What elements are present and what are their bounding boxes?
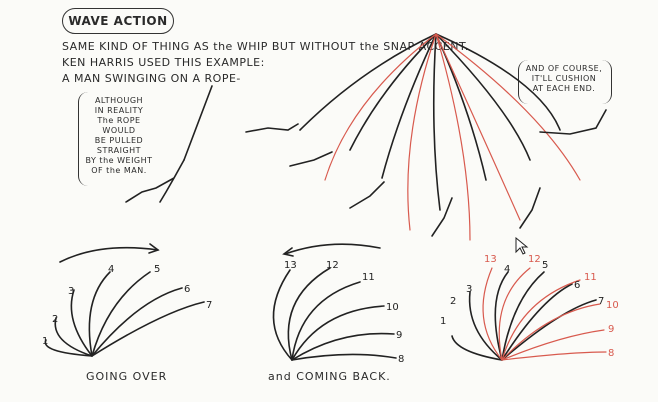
- num-left-1: 1: [42, 336, 48, 347]
- num-right-red-12: 12: [528, 254, 541, 265]
- swinging-men: [245, 109, 607, 237]
- caption-coming-back: and COMING BACK.: [268, 370, 391, 383]
- fan-combined: [451, 267, 607, 361]
- arrowhead-left: [148, 243, 160, 254]
- title-label: WAVE ACTION: [62, 8, 174, 34]
- num-right-red-9: 9: [608, 324, 614, 335]
- small-rope: [183, 85, 213, 161]
- right-note-line-2: IT'LL CUSHION: [531, 74, 597, 83]
- arrow-over-left: [59, 246, 159, 263]
- text-line-1: SAME KIND OF THING AS the WHIP BUT WITHO…: [62, 40, 469, 53]
- right-note-line-3: AT EACH END.: [532, 84, 596, 93]
- right-note: AND OF COURSE, IT'LL CUSHION AT EACH END…: [522, 64, 606, 94]
- num-mid-13: 13: [284, 260, 297, 271]
- arrowhead-middle: [282, 247, 294, 257]
- num-right-red-11: 11: [584, 272, 597, 283]
- right-note-line-1: AND OF COURSE,: [525, 64, 603, 73]
- num-right-1: 1: [440, 316, 446, 327]
- num-right-red-13: 13: [484, 254, 497, 265]
- fan-going-over: [44, 271, 205, 357]
- num-mid-10: 10: [386, 302, 399, 313]
- num-left-3: 3: [68, 286, 74, 297]
- num-right-2: 2: [450, 296, 456, 307]
- pendulum-ropes: [299, 33, 561, 211]
- left-note-line-2: IN REALITY: [94, 106, 144, 115]
- num-right-5: 5: [542, 260, 548, 271]
- text-line-3: A MAN SWINGING ON A ROPE-: [62, 72, 241, 85]
- num-left-6: 6: [184, 284, 190, 295]
- left-note-line-6: OF the MAN.: [91, 166, 147, 175]
- num-left-2: 2: [52, 314, 58, 325]
- num-mid-9: 9: [396, 330, 402, 341]
- num-right-6: 6: [574, 280, 580, 291]
- fan-coming-back: [272, 267, 397, 361]
- num-left-4: 4: [108, 264, 114, 275]
- left-note: ALTHOUGH IN REALITY The ROPE WOULD BE PU…: [84, 96, 154, 176]
- arrow-over-middle: [284, 243, 381, 255]
- text-line-2: KEN HARRIS USED THIS EXAMPLE:: [62, 56, 265, 69]
- num-left-5: 5: [154, 264, 160, 275]
- num-left-7: 7: [206, 300, 212, 311]
- num-right-red-10: 10: [606, 300, 619, 311]
- num-right-4: 4: [504, 264, 510, 275]
- left-note-line-4: BE PULLED STRAIGHT: [94, 136, 144, 155]
- caption-going-over: GOING OVER: [86, 370, 168, 383]
- num-right-7: 7: [598, 296, 604, 307]
- left-note-line-1: ALTHOUGH: [94, 96, 144, 105]
- pendulum-red-ropes: [324, 33, 581, 241]
- right-note-bracket: [518, 60, 612, 104]
- left-note-line-3: The ROPE WOULD: [97, 116, 141, 135]
- num-right-red-8: 8: [608, 348, 614, 359]
- num-mid-8: 8: [398, 354, 404, 365]
- mouse-cursor-icon: [515, 237, 529, 255]
- left-note-bracket: [78, 92, 161, 186]
- num-right-3: 3: [466, 284, 472, 295]
- num-mid-12: 12: [326, 260, 339, 271]
- left-note-line-5: BY the WEIGHT: [85, 156, 153, 165]
- small-man-figure: [125, 159, 185, 203]
- num-mid-11: 11: [362, 272, 375, 283]
